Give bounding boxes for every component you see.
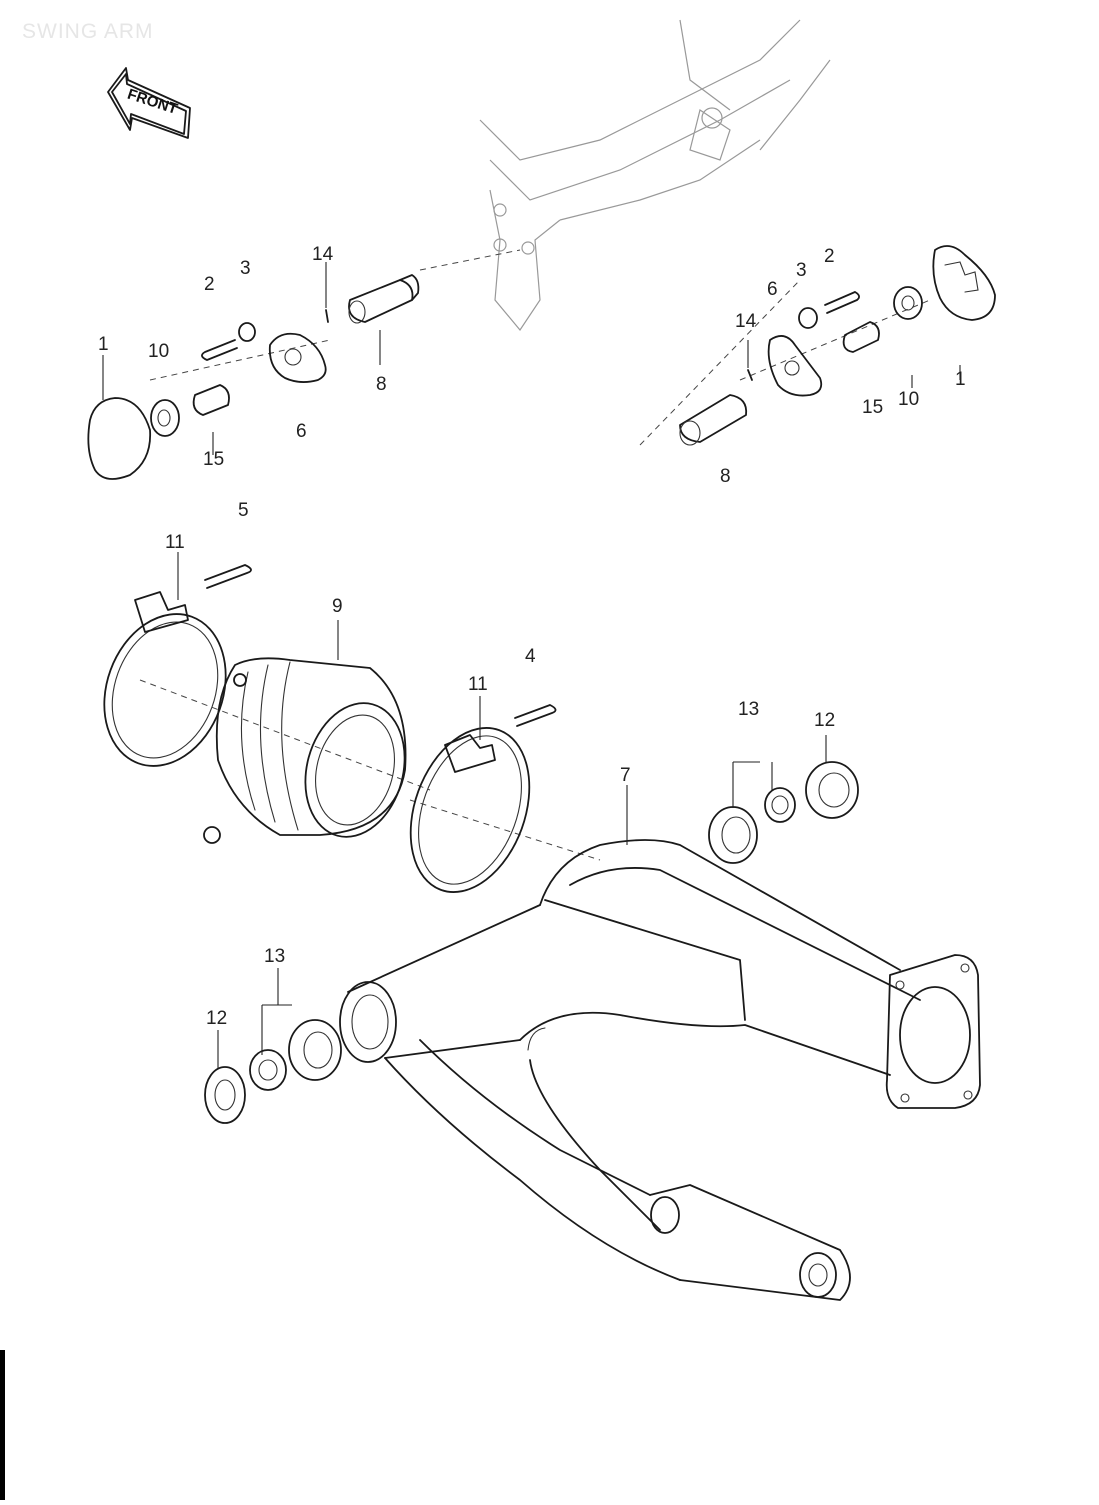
part-label: 15 <box>862 397 883 418</box>
assembly-guides <box>139 249 931 861</box>
bolt-left <box>201 339 238 361</box>
sleeve-left <box>192 384 230 416</box>
part-label: 12 <box>814 710 835 731</box>
part-label: 4 <box>525 646 536 667</box>
cap-left <box>87 397 152 480</box>
front-arrow-icon: FRONT <box>107 67 191 139</box>
clamp-right <box>409 727 531 893</box>
part-label: 6 <box>296 421 307 442</box>
page-title: SWING ARM <box>22 20 154 43</box>
leader-lines <box>102 262 961 1068</box>
part-label: 12 <box>206 1008 227 1029</box>
part-label: 14 <box>312 244 334 265</box>
part-label: 5 <box>238 500 249 521</box>
frame-outline <box>479 19 831 332</box>
plate-right <box>767 335 823 397</box>
part-label: 15 <box>203 449 224 470</box>
part-label: 7 <box>620 765 631 786</box>
part-label: 2 <box>204 274 215 295</box>
part-label: 13 <box>264 946 285 967</box>
part-label: 11 <box>165 532 185 553</box>
rubber-boot <box>215 657 407 836</box>
part-label: 11 <box>468 674 488 695</box>
part-label: 8 <box>376 374 387 395</box>
swing-arm <box>339 839 981 1301</box>
bearing-set-left <box>204 1019 342 1124</box>
part-label: 9 <box>332 596 343 617</box>
boot-assembly <box>103 564 557 893</box>
washer-left <box>150 399 180 437</box>
part-label: 10 <box>898 389 919 410</box>
right-pivot-parts <box>679 245 996 446</box>
cap-right <box>932 245 996 321</box>
part-label: 8 <box>720 466 731 487</box>
part-label: 1 <box>955 369 966 390</box>
part-label: 13 <box>738 699 759 720</box>
part-label: 3 <box>796 260 807 281</box>
part-label: 2 <box>824 246 835 267</box>
plate-left <box>268 332 327 383</box>
part-label: 3 <box>240 258 251 279</box>
margin-bar <box>0 1350 5 1500</box>
part-label: 1 <box>98 334 109 355</box>
part-label: 10 <box>148 341 169 362</box>
left-pivot-parts <box>87 274 420 480</box>
part-label: 6 <box>767 279 778 300</box>
bearing-set-right <box>708 761 859 864</box>
part-label: 14 <box>735 311 757 332</box>
bushing-right <box>679 394 748 443</box>
